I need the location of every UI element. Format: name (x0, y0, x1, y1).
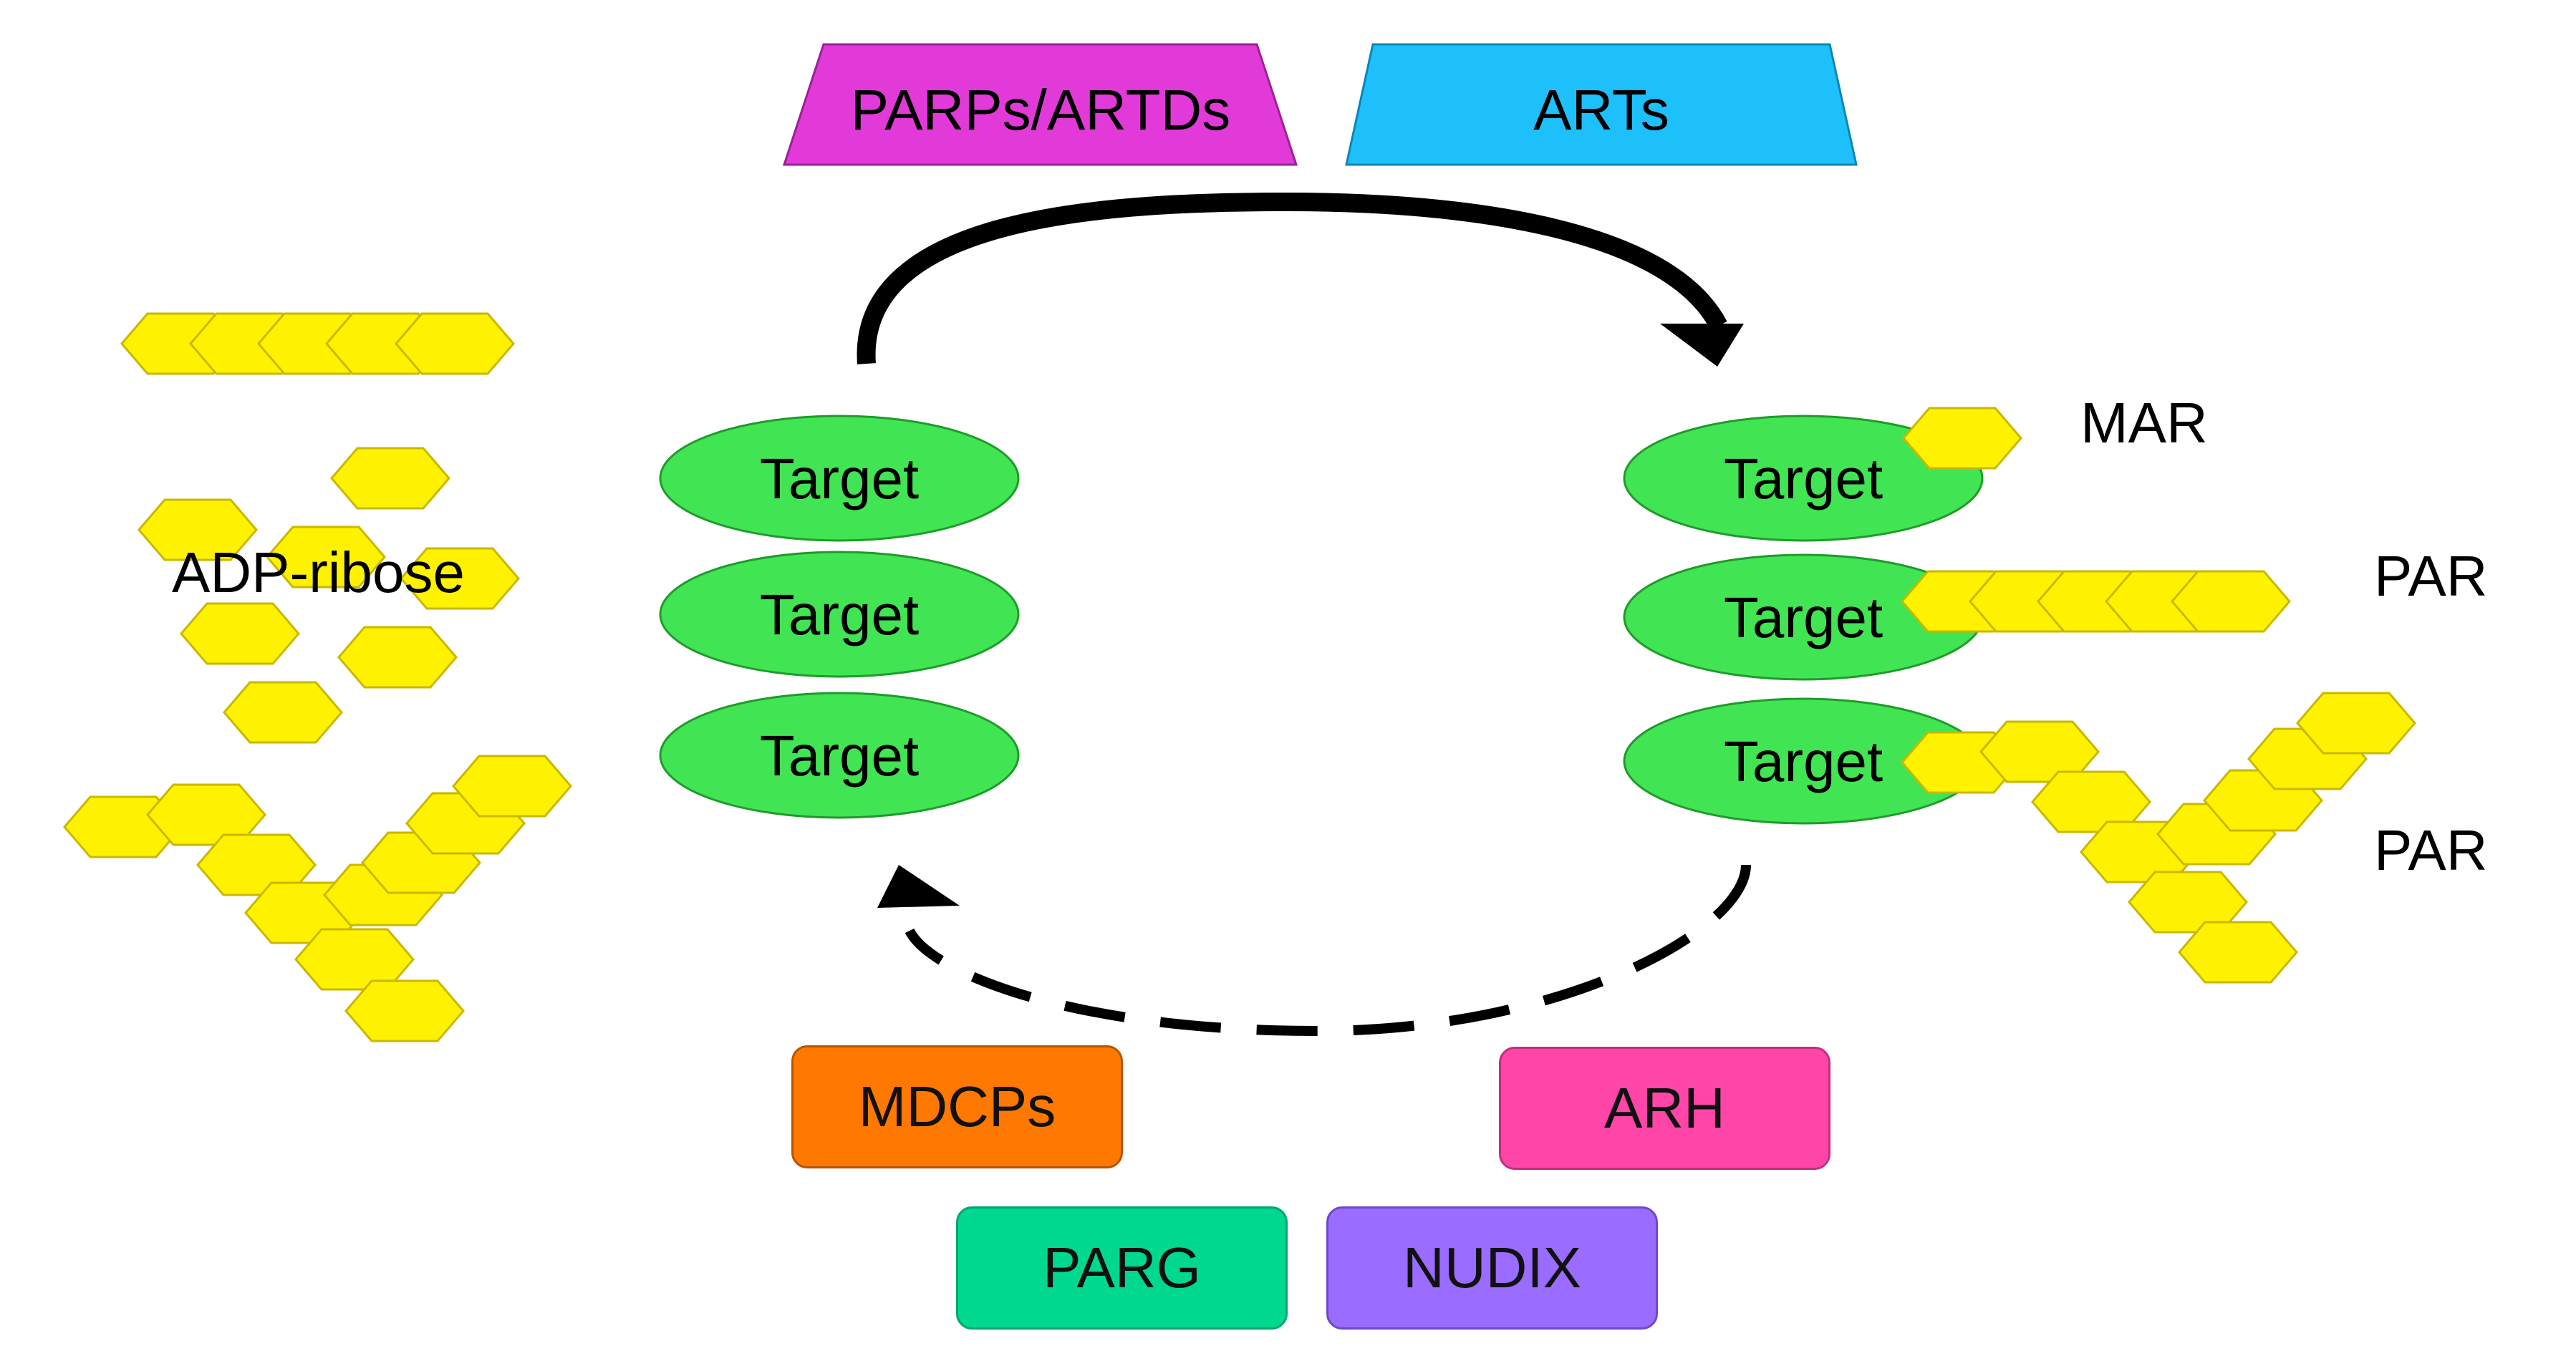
mdcps-box: MDCPs (791, 1045, 1123, 1168)
adp-ribose-hexagon (330, 447, 450, 510)
adp-ribose-hexagon (452, 755, 572, 818)
target-label: Target (1724, 447, 1883, 510)
right-target-1: Target (1623, 415, 1984, 542)
par-branched-chain (1901, 692, 2416, 984)
nudix-label: NUDIX (1403, 1236, 1581, 1299)
addition-arrow (857, 192, 1727, 364)
free-linear-adp-ribose-chain (120, 312, 515, 375)
adp-ribose-hexagon (2296, 692, 2416, 755)
target-label: Target (1724, 730, 1883, 793)
adp-ribose-hexagon (2178, 921, 2298, 984)
arh-box: ARH (1499, 1047, 1830, 1170)
right-target-2: Target (1623, 553, 1984, 681)
target-label: Target (760, 724, 919, 788)
adp-ribose-hexagon (1902, 407, 2022, 470)
target-ellipse (659, 692, 1020, 819)
target-ellipse (659, 551, 1020, 678)
mdcps-label: MDCPs (858, 1075, 1056, 1138)
arh-label: ARH (1604, 1076, 1725, 1140)
right-target-3: Target (1623, 697, 1984, 825)
removal-arrow (905, 864, 1751, 1037)
parg-box: PARG (956, 1206, 1288, 1330)
target-label: Target (1724, 586, 1883, 649)
left-target-3: Target (659, 692, 1020, 819)
adp-ribose-hexagon (2171, 570, 2291, 633)
adp-ribose-hexagon (223, 681, 343, 744)
parps-artds-shape: PARPs/ARTDs (782, 43, 1298, 166)
adp-ribose-hexagon (395, 312, 515, 375)
left-target-1: Target (659, 415, 1020, 542)
par-linear-label: PAR (2374, 544, 2488, 608)
adp-ribose-hexagon (180, 602, 300, 665)
mar-hexagon (1902, 407, 2022, 470)
target-ellipse (659, 415, 1020, 542)
par-branched-label: PAR (2374, 818, 2488, 882)
target-ellipse (1623, 415, 1984, 542)
adp-ribose-label: ADP-ribose (172, 541, 465, 604)
left-target-2: Target (659, 551, 1020, 678)
parps-artds-label: PARPs/ARTDs (851, 78, 1230, 142)
arts-label: ARTs (1533, 78, 1669, 142)
addition-arrowhead (1660, 324, 1744, 367)
parg-label: PARG (1043, 1236, 1201, 1299)
removal-arrowhead (877, 865, 960, 908)
nudix-box: NUDIX (1326, 1206, 1658, 1330)
par-linear-chain (1901, 570, 2291, 633)
target-label: Target (760, 447, 919, 510)
mar-label: MAR (2080, 391, 2208, 455)
free-branched-adp-ribose (63, 755, 572, 1042)
target-label: Target (760, 583, 919, 647)
adp-ribose-hexagon (337, 626, 458, 689)
arts-shape: ARTs (1345, 43, 1858, 166)
adp-ribose-hexagon (344, 979, 465, 1042)
